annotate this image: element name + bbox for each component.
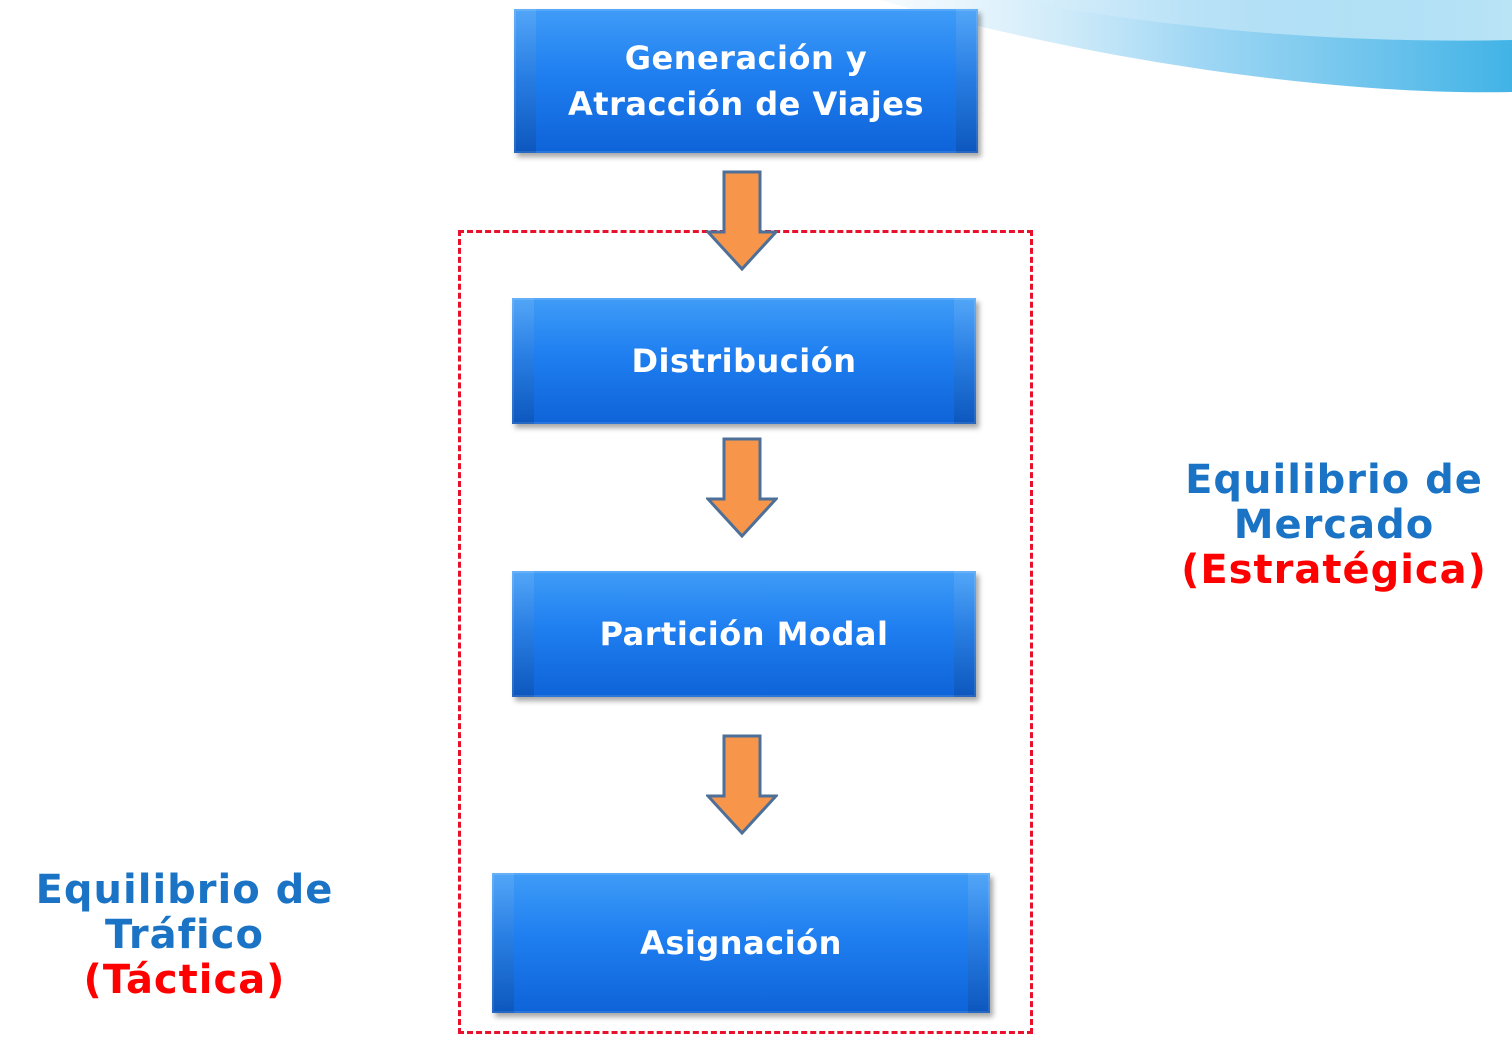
distribution-box: Distribución xyxy=(512,298,976,424)
market-equilibrium-label: Equilibrio de Mercado (Estratégica) xyxy=(1156,458,1512,593)
market-label-line2: Mercado xyxy=(1233,502,1435,548)
traffic-equilibrium-label: Equilibrio de Tráfico (Táctica) xyxy=(12,868,357,1003)
assignment-box-label: Asignación xyxy=(640,924,842,962)
generation-box-line2: Atracción de Viajes xyxy=(568,85,924,123)
market-label-line3: (Estratégica) xyxy=(1181,547,1487,593)
down-arrow-icon xyxy=(706,734,778,836)
modal-split-box: Partición Modal xyxy=(512,571,976,697)
assignment-box: Asignación xyxy=(492,873,990,1013)
generation-box-line1: Generación y xyxy=(624,39,868,77)
generation-attraction-box: Generación y Atracción de Viajes xyxy=(514,9,978,153)
market-label-line1: Equilibrio de xyxy=(1185,457,1483,503)
traffic-label-line3: (Táctica) xyxy=(83,957,286,1003)
modal-split-box-label: Partición Modal xyxy=(599,615,889,653)
traffic-label-line2: Tráfico xyxy=(105,912,264,958)
distribution-box-label: Distribución xyxy=(631,342,857,380)
traffic-label-line1: Equilibrio de xyxy=(35,867,334,913)
down-arrow-icon xyxy=(706,437,778,539)
down-arrow-icon xyxy=(706,170,778,272)
